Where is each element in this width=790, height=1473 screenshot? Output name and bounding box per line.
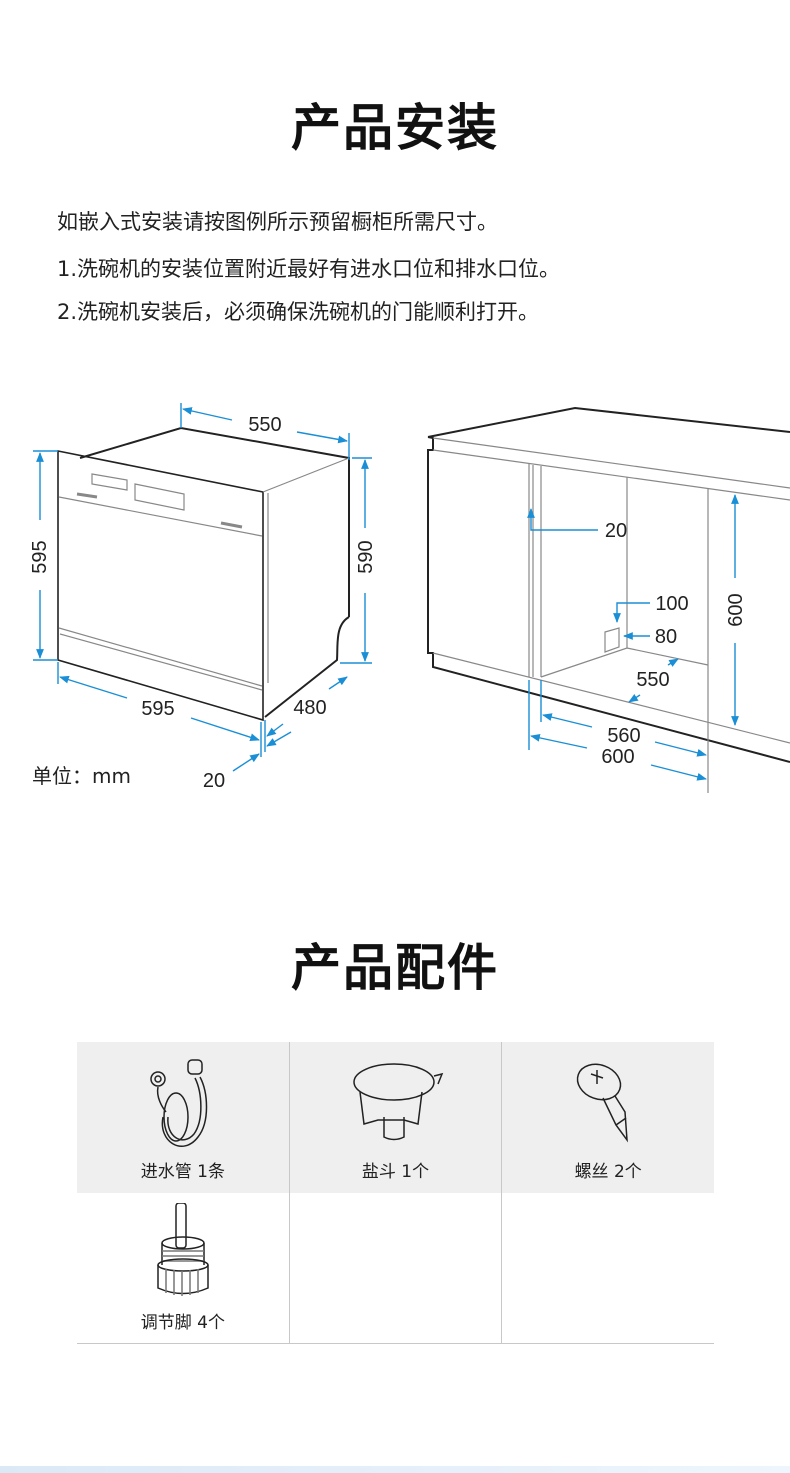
screw-icon [576,1063,629,1143]
accessory-label: 螺丝 2个 [574,1162,642,1182]
accessory-cell: 螺丝 2个 [501,1042,714,1193]
cabinet-drawing: 600 20 100 80 550 560 600 [427,406,790,793]
dim-pipe-offset: 80 [655,626,677,648]
install-note: 2.洗碗机安装后，必须确保洗碗机的门能顺利打开。 [57,300,540,324]
empty-cell [501,1193,714,1343]
accessory-label: 盐斗 1个 [361,1162,430,1182]
accessory-cell: 盐斗 1个 [288,1042,502,1193]
dim-side-gap: 20 [605,520,627,542]
accessories-table: 进水管 1条 盐斗 1个 螺丝 [77,1042,714,1344]
dishwasher-drawing: 550 595 590 595 480 20 [29,403,377,792]
dim-pipe-height: 100 [655,593,688,615]
dim-cabinet-depth: 550 [636,669,669,691]
accessory-cell: 调节脚 4个 [77,1193,289,1343]
salt-funnel-icon [352,1063,443,1141]
dim-width: 595 [141,698,174,720]
accessory-label: 调节脚 4个 [140,1313,225,1333]
dim-outer-width: 600 [601,746,634,768]
adjustable-foot-icon [157,1203,209,1296]
accessories-title: 产品配件 [291,939,499,997]
dim-cabinet-height: 600 [725,593,747,626]
installation-diagram: 550 595 590 595 480 20 [29,403,790,793]
install-title: 产品安装 [291,99,499,157]
dim-depth-top: 550 [248,414,281,436]
inlet-hose-icon [150,1059,207,1148]
bottom-strip [0,1466,790,1473]
empty-cell [288,1193,502,1343]
unit-label: 单位：mm [32,764,131,788]
dim-height-left: 595 [29,540,51,573]
install-note: 如嵌入式安装请按图例所示预留橱柜所需尺寸。 [57,210,498,234]
dim-inner-width: 560 [607,725,640,747]
dim-door-gap: 20 [203,770,225,792]
dim-height-right: 590 [355,540,377,573]
dim-depth-side: 480 [293,697,326,719]
accessory-cell: 进水管 1条 [77,1042,289,1193]
install-note: 1.洗碗机的安装位置附近最好有进水口位和排水口位。 [57,257,561,281]
accessory-label: 进水管 1条 [140,1162,225,1182]
